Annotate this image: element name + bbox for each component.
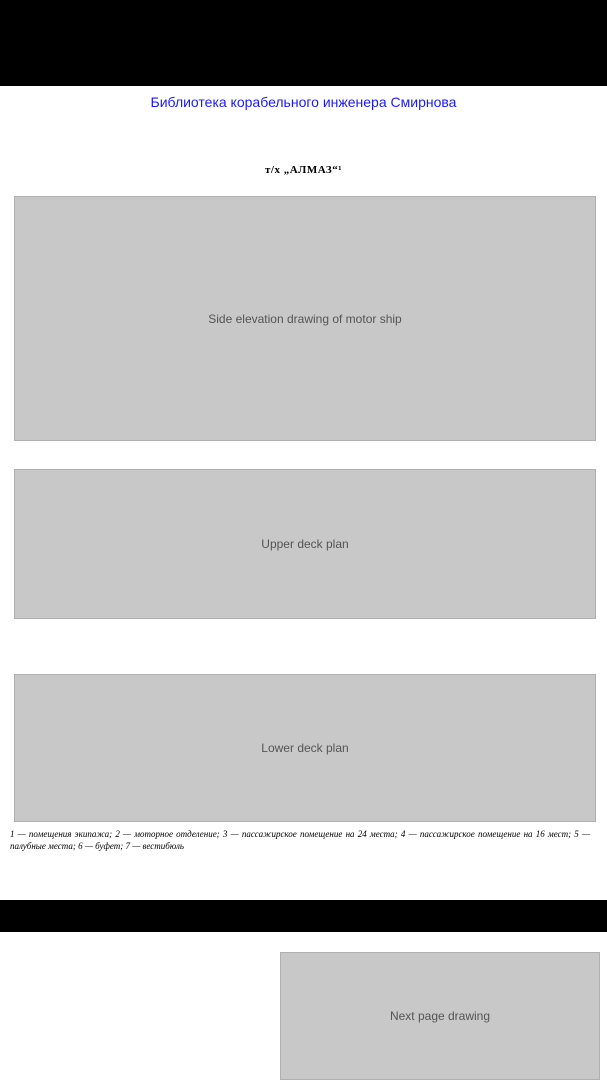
ship-title: т/х „АЛМАЗ“¹	[264, 164, 342, 176]
next-page-drawing: Next page drawing	[280, 952, 600, 1080]
side-view-drawing: Side elevation drawing of motor ship	[14, 196, 596, 441]
document-page: Библиотека корабельного инженера Смирнов…	[0, 86, 607, 900]
page-gap	[0, 900, 607, 932]
top-bar	[0, 0, 607, 86]
upper-deck-drawing: Upper deck plan	[14, 469, 596, 619]
library-header: Библиотека корабельного инженера Смирнов…	[150, 94, 457, 110]
lower-deck-drawing: Lower deck plan	[14, 674, 596, 822]
legend-caption: 1 — помещения экипажа; 2 — моторное отде…	[10, 829, 590, 851]
next-page: Next page drawing	[0, 932, 607, 1080]
